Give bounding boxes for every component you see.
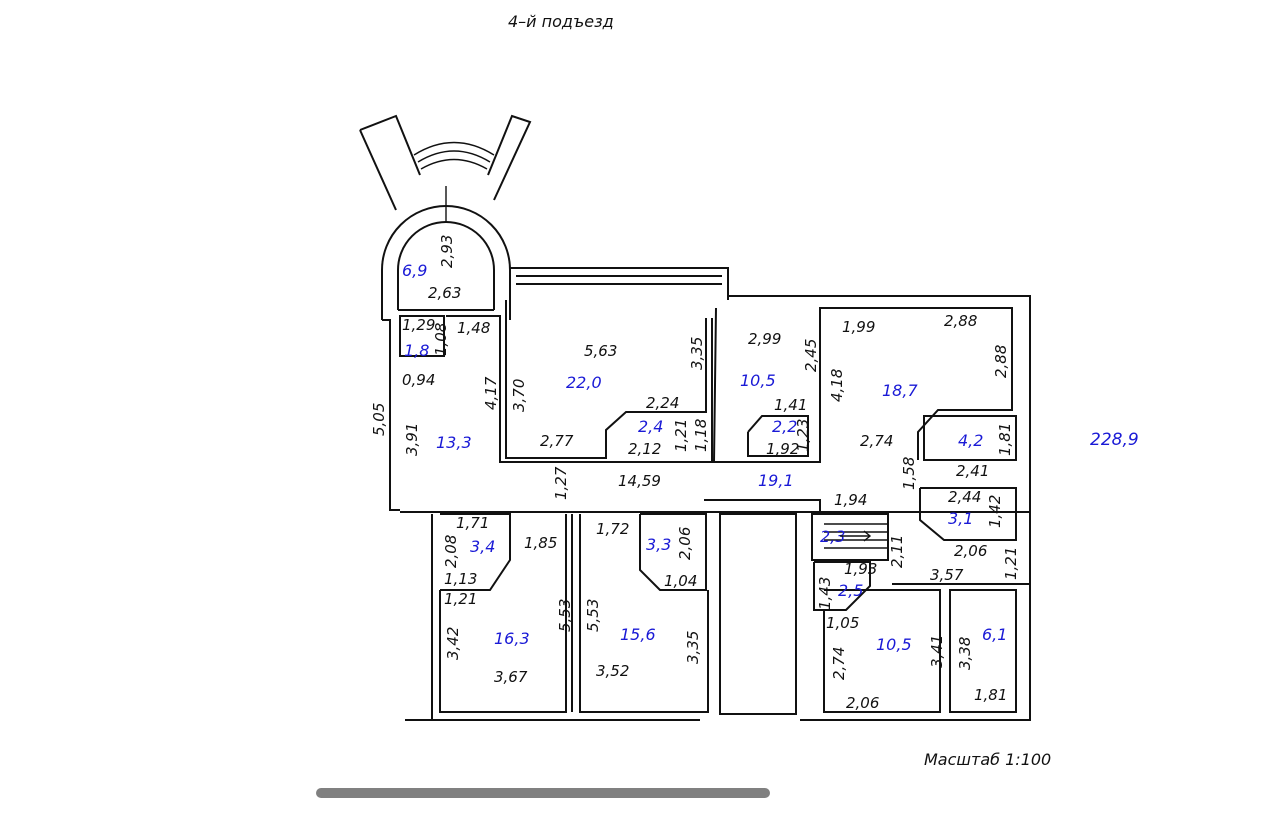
area-room-105-n: 10,5 bbox=[740, 371, 776, 390]
dim-room105s-1: 1,05 bbox=[826, 614, 859, 632]
dim-vestibule-width: 2,63 bbox=[428, 284, 461, 302]
area-closet-22: 2,2 bbox=[772, 417, 797, 436]
dim-bath31-1: 2,44 bbox=[948, 488, 981, 506]
dim-room22-1: 5,63 bbox=[584, 342, 617, 360]
dim-room156-3: 3,35 bbox=[684, 631, 702, 664]
horizontal-scrollbar[interactable] bbox=[316, 788, 770, 798]
dim-closet42-1: 1,81 bbox=[996, 423, 1014, 456]
dim-closet24-1: 2,12 bbox=[628, 440, 661, 458]
dim-room61-2: 1,81 bbox=[974, 686, 1007, 704]
area-vestibule: 6,9 bbox=[402, 261, 427, 280]
scale-label: Масштаб 1:100 bbox=[924, 750, 1052, 769]
dim-closet25-3: 3,57 bbox=[930, 566, 964, 584]
area-closet-nw: 1,8 bbox=[404, 341, 429, 360]
dim-room163-4: 5,53 bbox=[556, 599, 574, 632]
area-stairs: 2,3 bbox=[820, 527, 845, 546]
dim-room105s-3: 3,41 bbox=[928, 635, 946, 668]
dimension-labels: 2,93 2,63 1,29 1,08 0,94 1,48 4,17 3,91 … bbox=[370, 235, 1020, 712]
area-room-156: 15,6 bbox=[620, 625, 656, 644]
dim-room22-4: 2,77 bbox=[540, 432, 574, 450]
dim-room156-4: 3,52 bbox=[596, 662, 629, 680]
dim-room163-2: 1,21 bbox=[444, 590, 477, 608]
entrance-porch bbox=[359, 114, 532, 320]
dim-bath31-4: 1,21 bbox=[1002, 547, 1020, 580]
dim-closet42-2: 2,41 bbox=[956, 462, 989, 480]
area-closet-25: 2,5 bbox=[838, 581, 863, 600]
dim-closet33-1: 2,06 bbox=[676, 527, 694, 560]
area-room-61: 6,1 bbox=[982, 625, 1007, 644]
area-room-22: 22,0 bbox=[566, 373, 602, 392]
area-closet-34: 3,4 bbox=[470, 537, 495, 556]
dim-room156-1: 1,72 bbox=[596, 520, 629, 538]
dim-bath31-2: 1,42 bbox=[986, 495, 1004, 528]
dim-closet34-3: 1,13 bbox=[444, 570, 477, 588]
dim-hall-1: 1,48 bbox=[457, 319, 490, 337]
dim-room105n-3: 1,41 bbox=[774, 396, 807, 414]
dim-room163-5: 3,67 bbox=[494, 668, 528, 686]
dim-hall-4: 5,05 bbox=[370, 403, 388, 436]
dim-room187-5: 2,74 bbox=[860, 432, 893, 450]
dim-closet-nw-3: 0,94 bbox=[402, 371, 435, 389]
dim-corridor-4: 1,94 bbox=[834, 491, 867, 509]
dim-room187-2: 2,88 bbox=[944, 312, 977, 330]
dim-closet22-1: 1,92 bbox=[766, 440, 799, 458]
floor-plan-title: 4–й подъезд bbox=[508, 12, 614, 31]
total-area: 228,9 bbox=[1090, 430, 1139, 450]
dim-closet34-2: 2,08 bbox=[442, 535, 460, 568]
dim-closet25-1: 1,93 bbox=[844, 560, 877, 578]
dim-room163-3: 3,42 bbox=[444, 627, 462, 660]
dim-corridor-1: 14,59 bbox=[618, 472, 661, 490]
dim-room105n-2: 2,45 bbox=[802, 339, 820, 372]
dim-room61-1: 3,38 bbox=[956, 637, 974, 670]
dim-room22-5: 2,24 bbox=[646, 394, 679, 412]
dim-bath31-3: 2,06 bbox=[954, 542, 987, 560]
dim-room187-4: 4,18 bbox=[828, 369, 846, 402]
area-closet-33: 3,3 bbox=[646, 535, 671, 554]
dim-vestibule-height: 2,93 bbox=[438, 235, 456, 268]
area-hall-west: 13,3 bbox=[436, 433, 472, 452]
interior-walls bbox=[399, 300, 1030, 720]
area-room-163: 16,3 bbox=[494, 629, 530, 648]
dim-closet24-2: 1,21 bbox=[672, 419, 690, 452]
dim-room105s-2: 2,74 bbox=[830, 647, 848, 680]
area-corridor: 19,1 bbox=[758, 471, 794, 490]
outer-walls bbox=[382, 267, 1031, 721]
dim-closet25-2: 1,43 bbox=[816, 577, 834, 610]
dim-room163-1: 1,85 bbox=[524, 534, 557, 552]
stairs-arrow-icon bbox=[840, 530, 872, 542]
dim-closet34-1: 1,71 bbox=[456, 514, 489, 532]
dim-closet-nw-1: 1,29 bbox=[402, 316, 435, 334]
dim-closet-nw-2: 1,08 bbox=[432, 323, 450, 356]
dim-room187-1: 1,99 bbox=[842, 318, 875, 336]
dim-stairs-1: 2,11 bbox=[888, 535, 906, 568]
area-room-105-s: 10,5 bbox=[876, 635, 912, 654]
dim-room22-3: 3,35 bbox=[688, 337, 706, 370]
dim-hall-3: 3,91 bbox=[403, 423, 421, 456]
area-closet-24: 2,4 bbox=[638, 417, 663, 436]
dim-room105n-1: 2,99 bbox=[748, 330, 781, 348]
area-room-187: 18,7 bbox=[882, 381, 918, 400]
dim-closet24-3: 1,18 bbox=[692, 419, 710, 452]
dim-room22-2: 3,70 bbox=[510, 379, 528, 412]
area-bath-31: 3,1 bbox=[948, 509, 973, 528]
dim-closet22-2: 1,23 bbox=[794, 419, 812, 452]
dim-room187-3: 2,88 bbox=[992, 345, 1010, 378]
area-closet-42: 4,2 bbox=[958, 431, 983, 450]
dim-corridor-3: 1,58 bbox=[900, 457, 918, 490]
dim-room156-2: 5,53 bbox=[584, 599, 602, 632]
dim-hall-2: 4,17 bbox=[482, 376, 500, 410]
room-areas: 6,9 1,8 13,3 22,0 2,4 10,5 2,2 18,7 4,2 … bbox=[402, 261, 1007, 654]
dim-corridor-2: 1,27 bbox=[552, 466, 570, 500]
dim-room105s-4: 2,06 bbox=[846, 694, 879, 712]
dim-closet33-2: 1,04 bbox=[664, 572, 697, 590]
